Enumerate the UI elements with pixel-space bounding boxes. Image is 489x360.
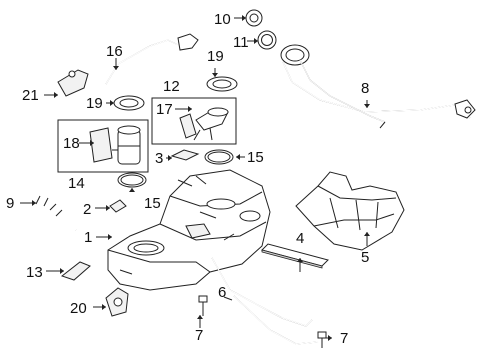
callout-9: 9 [6, 195, 14, 212]
callout-18: 18 [63, 135, 80, 152]
callout-14: 14 [68, 175, 85, 192]
callout-19-top: 19 [207, 48, 224, 65]
part-3-gasket [170, 149, 200, 161]
callout-15-a: 15 [247, 149, 264, 166]
part-19-ring-top [206, 76, 238, 92]
part-9-tube [35, 195, 79, 232]
callout-16: 16 [106, 43, 123, 60]
callout-12: 13 [26, 264, 43, 281]
callout-labels: 10 11 8 16 21 19 19 12 17 18 14 3 15 15 … [6, 11, 369, 347]
part-21-bracket [57, 69, 89, 97]
part-8-filler-pipe [280, 44, 476, 129]
part-5-heat-shield [295, 171, 405, 251]
callout-7-b: 7 [340, 330, 348, 347]
callout-7-a: 7 [195, 327, 203, 344]
part-15-oring-b [117, 172, 147, 188]
callout-15-b: 15 [144, 195, 161, 212]
part-17-sender [179, 107, 229, 141]
part-7-bolt-b [317, 331, 327, 348]
part-1-fuel-tank [107, 169, 271, 291]
callout-6: 6 [218, 284, 226, 301]
part-18-pump [89, 125, 141, 165]
part-11-seal [257, 30, 277, 50]
callout-5: 5 [361, 249, 369, 266]
part-12-clamp [60, 261, 91, 281]
leader-arrowheads [32, 15, 370, 341]
group-box-14 [57, 119, 149, 173]
part-7-bolt-a [198, 295, 208, 316]
callout-4: 4 [296, 230, 304, 247]
callout-1: 1 [84, 229, 92, 246]
part-20-bracket [105, 287, 129, 317]
part-15-oring-a [204, 149, 234, 165]
part-19-ring-left [113, 95, 145, 111]
callout-20: 20 [70, 300, 87, 317]
callout-21: 21 [22, 87, 39, 104]
callout-19-left: 19 [86, 95, 103, 112]
callout-8: 8 [361, 80, 369, 97]
part-4-pad [261, 243, 329, 269]
callout-3: 3 [155, 150, 163, 167]
part-6-straps [211, 257, 319, 345]
part-2-clip [109, 199, 127, 213]
group-box-13 [151, 97, 237, 145]
callout-10: 10 [214, 11, 231, 28]
callout-13: 12 [163, 78, 180, 95]
callout-17: 17 [156, 101, 173, 118]
callout-2: 2 [83, 201, 91, 218]
part-10-cap [245, 9, 263, 27]
callout-11: 11 [233, 34, 249, 51]
